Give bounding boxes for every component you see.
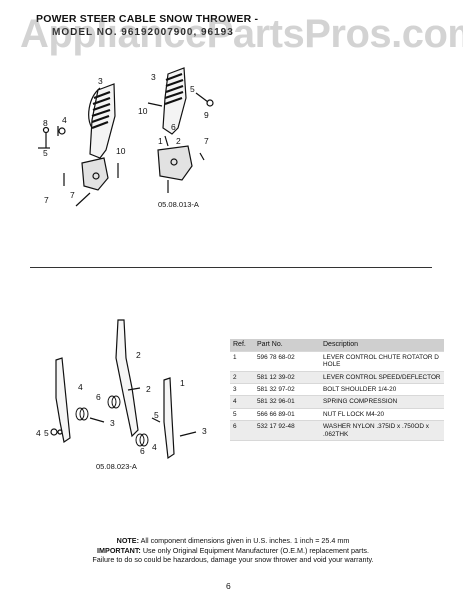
cell-description: SPRING COMPRESSION (320, 395, 444, 409)
cell-ref: 4 (230, 395, 254, 409)
header-ref: Ref. (230, 339, 254, 353)
callout: 7 (44, 195, 49, 205)
bottom-figure-label: 05.08.023-A (96, 462, 137, 471)
callout: 4 (62, 115, 67, 125)
cell-ref: 1 (230, 351, 254, 372)
note-lead: NOTE: (116, 536, 139, 545)
cell-part-no: 566 66 89-01 (254, 408, 320, 422)
important-text: Use only Original Equipment Manufacturer… (142, 545, 369, 555)
header-part-no: Part No. (254, 339, 320, 353)
table-header-row: Ref. Part No. Description (230, 339, 444, 353)
callout: 4 (152, 442, 157, 452)
cell-ref: 5 (230, 408, 254, 422)
callout: 7 (204, 136, 209, 146)
page-number: 6 (226, 581, 231, 591)
callout: 3 (151, 72, 156, 82)
table-row: 4 581 32 96-01 SPRING COMPRESSION (230, 395, 444, 409)
top-exploded-diagram: 3 8 4 5 7 10 3 5 9 10 6 1 2 7 7 (38, 67, 214, 207)
callout: 5 (44, 428, 49, 438)
cell-description: LEVER CONTROL SPEED/DEFLECTOR (320, 371, 444, 385)
callout: 5 (154, 410, 159, 420)
top-callouts: 3 8 4 5 7 10 3 5 9 10 6 1 2 7 7 (43, 72, 209, 205)
callout: 1 (180, 378, 185, 388)
section-divider (30, 267, 432, 268)
callout: 3 (202, 426, 207, 436)
header-description: Description (320, 339, 444, 353)
table-row: 6 532 17 92-48 WASHER NYLON .375ID x .75… (230, 420, 444, 441)
note-text: All component dimensions given in U.S. i… (140, 536, 350, 545)
table-row: 1 596 78 68-02 LEVER CONTROL CHUTE ROTAT… (230, 351, 444, 372)
page-title: POWER STEER CABLE SNOW THROWER - (36, 13, 259, 25)
callout: 6 (171, 122, 176, 132)
note-line-1: NOTE: All component dimensions given in … (28, 536, 438, 546)
cell-part-no: 581 32 96-01 (254, 395, 320, 409)
cell-part-no: 532 17 92-48 (254, 420, 320, 441)
callout: 7 (70, 190, 75, 200)
callout: 5 (190, 84, 195, 94)
footer-note: NOTE: All component dimensions given in … (28, 536, 438, 565)
watermark: AppliancePartsPros.com (20, 12, 463, 56)
cell-description: BOLT SHOULDER 1/4-20 (320, 383, 444, 397)
cell-ref: 2 (230, 371, 254, 385)
callout: 4 (36, 428, 41, 438)
callout: 2 (136, 350, 141, 360)
cell-ref: 3 (230, 383, 254, 397)
note-line-3: Failure to do so could be hazardous, dam… (92, 555, 374, 565)
cell-description: WASHER NYLON .375ID x .750OD x .062THK (320, 420, 444, 441)
note-line-2: IMPORTANT: Use only Original Equipment M… (28, 546, 438, 556)
cell-ref: 6 (230, 420, 254, 441)
cell-part-no: 581 32 97-02 (254, 383, 320, 397)
parts-table: Ref. Part No. Description 1 596 78 68-02… (230, 339, 444, 441)
cell-description: LEVER CONTROL CHUTE ROTATOR D HOLE (320, 351, 444, 372)
callout: 2 (176, 136, 181, 146)
cell-description: NUT FL LOCK M4-20 (320, 408, 444, 422)
table-row: 2 581 12 39-02 LEVER CONTROL SPEED/DEFLE… (230, 371, 444, 385)
important-lead: IMPORTANT: (97, 545, 141, 555)
table-row: 5 566 66 89-01 NUT FL LOCK M4-20 (230, 408, 444, 422)
bottom-exploded-diagram: 2 4 2 1 6 3 4 5 5 4 6 3 (36, 319, 207, 460)
callout: 10 (138, 106, 148, 116)
callout: 9 (204, 110, 209, 120)
callout: 6 (140, 446, 145, 456)
callout: 6 (96, 392, 101, 402)
top-figure-label: 05.08.013-A (158, 200, 199, 209)
callout: 4 (78, 382, 83, 392)
callout: 5 (43, 148, 48, 158)
callout: 10 (116, 146, 126, 156)
cell-part-no: 581 12 39-02 (254, 371, 320, 385)
callout: 2 (146, 384, 151, 394)
cell-part-no: 596 78 68-02 (254, 351, 320, 372)
model-numbers: MODEL NO. 96192007900, 96193 (52, 27, 234, 38)
callout: 3 (110, 418, 115, 428)
table-row: 3 581 32 97-02 BOLT SHOULDER 1/4-20 (230, 383, 444, 397)
callout: 1 (158, 136, 163, 146)
callout: 8 (43, 118, 48, 128)
bottom-callouts: 2 4 2 1 6 3 4 5 5 4 6 3 (36, 350, 207, 456)
callout: 3 (98, 76, 103, 86)
